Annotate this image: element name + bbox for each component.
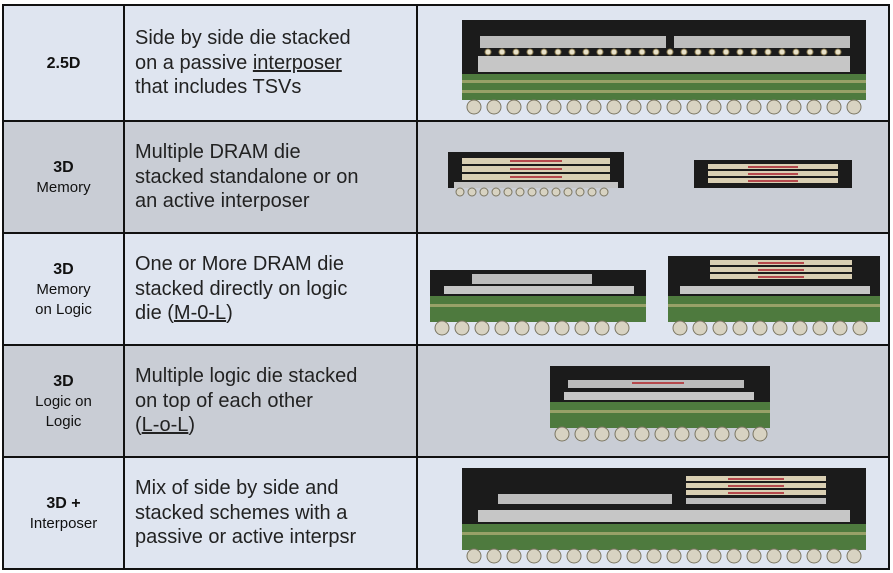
- desc-line: stacked schemes with a: [135, 501, 348, 524]
- table-row-3d-plus-interposer: 3D + Interposer Mix of side by side and …: [4, 458, 888, 568]
- package-logic-on-logic-illustration: [550, 366, 770, 442]
- row-label-sub: Interposer: [29, 514, 98, 532]
- desc-line: One or More DRAM die: [135, 253, 344, 276]
- desc-underlined-term: interposer: [252, 51, 342, 74]
- row-label-main: 3D: [53, 158, 74, 176]
- row-label-sub: Logic on: [35, 392, 92, 410]
- desc-line: an active interposer: [135, 190, 310, 213]
- row-label: 2.5D: [4, 6, 125, 120]
- row-label-main: 2.5D: [46, 54, 81, 72]
- table-row-3d-memory: 3D Memory Multiple DRAM die stacked stan…: [4, 122, 888, 234]
- row-label-sub: Memory: [36, 178, 91, 196]
- desc-line: die (: [135, 302, 174, 325]
- row-illustration: [418, 234, 888, 344]
- row-label: 3D Memory: [4, 122, 125, 232]
- row-label-sub: Logic: [45, 412, 82, 430]
- desc-line: that includes TSVs: [135, 76, 302, 99]
- row-label-main: 3D: [53, 372, 74, 390]
- table-row-3d-logic-on-logic: 3D Logic on Logic Multiple logic die sta…: [4, 346, 888, 458]
- desc-line: Multiple logic die stacked: [135, 365, 358, 388]
- table-row-2-5d: 2.5D Side by side die stacked on a passi…: [4, 6, 888, 122]
- row-illustration: [418, 6, 888, 120]
- table-row-3d-memory-on-logic: 3D Memory on Logic One or More DRAM die …: [4, 234, 888, 346]
- package-2-5d-illustration: [462, 20, 866, 115]
- package-memory-on-logic-illustration: [430, 256, 880, 336]
- packaging-table: 2.5D Side by side die stacked on a passi…: [2, 4, 890, 570]
- row-illustration: [418, 458, 888, 568]
- row-label-main: 3D: [53, 260, 74, 278]
- desc-line: on top of each other: [135, 389, 313, 412]
- package-3d-memory-illustration: [448, 152, 852, 197]
- row-description: One or More DRAM die stacked directly on…: [125, 234, 418, 344]
- row-label: 3D Memory on Logic: [4, 234, 125, 344]
- row-label: 3D Logic on Logic: [4, 346, 125, 456]
- row-illustration: [418, 122, 888, 232]
- row-illustration: [418, 346, 888, 456]
- desc-underlined-term: M-0-L: [173, 302, 227, 325]
- desc-line: stacked directly on logic: [135, 277, 348, 300]
- desc-line: Multiple DRAM die: [135, 141, 301, 164]
- row-label: 3D + Interposer: [4, 458, 125, 568]
- desc-underlined-term: L-o-L: [141, 414, 189, 437]
- row-description: Mix of side by side and stacked schemes …: [125, 458, 418, 568]
- desc-line: Side by side die stacked: [135, 27, 351, 50]
- row-description: Side by side die stacked on a passive in…: [125, 6, 418, 120]
- desc-line: ): [188, 414, 196, 437]
- row-label-main: 3D +: [46, 494, 81, 512]
- desc-line: ): [226, 302, 233, 325]
- desc-line: passive or active interpsr: [135, 526, 357, 549]
- desc-line: stacked standalone or on: [135, 165, 359, 188]
- desc-line: on a passive: [135, 51, 253, 74]
- desc-line: (: [135, 414, 142, 437]
- row-label-sub: Memory: [36, 280, 91, 298]
- desc-line: Mix of side by side and: [135, 477, 339, 500]
- row-description: Multiple DRAM die stacked standalone or …: [125, 122, 418, 232]
- row-description: Multiple logic die stacked on top of eac…: [125, 346, 418, 456]
- row-label-sub: on Logic: [35, 300, 92, 318]
- package-3d-interposer-illustration: [462, 468, 866, 564]
